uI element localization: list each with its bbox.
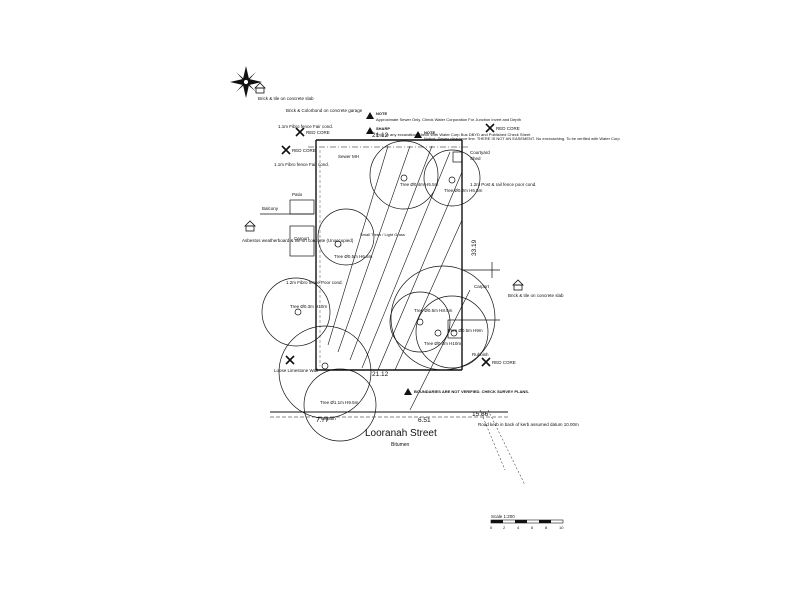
street-name: Looranah Street: [365, 428, 437, 439]
warning-triangle-icon: [414, 131, 422, 138]
note2-text: Notice: Sewer clearance line. THERE IS N…: [424, 136, 620, 141]
left-house-label: Asbestos weatherboard & tile on concrete…: [242, 238, 354, 243]
courtyard-label: Courtyard: [470, 150, 490, 155]
tree-canopies: [261, 140, 496, 442]
sewer-label: Small Trees / Light Grass: [360, 232, 405, 237]
left-structures: [260, 199, 315, 257]
tree-label-4: Tree Ø0.5m H8.5m: [414, 308, 453, 313]
dimension-frontage-mid: 6.51: [418, 417, 431, 424]
dimension-right: 33.19: [471, 239, 478, 256]
tree-label-5: Tree Ø0.4m H10m: [424, 341, 461, 346]
note1-title: NOTE: [376, 111, 387, 116]
house-icon: [244, 220, 256, 232]
core-marker-icon: [285, 355, 295, 365]
dimension-frontage-right: 15.86: [472, 411, 489, 418]
fence-label-1: 1.1m Fibro fence Fair cond.: [278, 124, 333, 129]
limestone-wall-label: Loose Limestone Wall: [274, 368, 318, 373]
red-core-label-3: RED CORE: [496, 126, 520, 131]
right-house-label: Brick & tile on concrete slab: [508, 293, 564, 298]
red-core-label-4: RED CORE: [492, 360, 516, 365]
dimension-bottom: 21.12: [372, 371, 389, 378]
house-icon: [512, 279, 524, 291]
fence-right-label: 1.2m Post & rail fence poor cond.: [470, 182, 537, 187]
scale-tick-2: 4: [517, 525, 520, 530]
fence-label-3: 1.2m Fibro fence Poor cond.: [286, 280, 343, 285]
scale-tick-0: 0: [490, 525, 493, 530]
tree-label-1: Tree Ø0.5m H6.5m: [334, 254, 373, 259]
dimension-top: 21.12: [372, 132, 389, 139]
warning-triangle-icon: [366, 112, 374, 119]
road-frontage: [270, 409, 526, 486]
core-marker-icon: [295, 127, 305, 137]
scale-tick-3: 6: [531, 525, 534, 530]
core-marker-icon: [485, 123, 495, 133]
sharp-text: Prior to any excavation Check With Water…: [376, 132, 531, 137]
right-carport-label: Carport: [474, 284, 490, 289]
carport-label: Carport: [294, 236, 310, 241]
red-core-label-1: RED CORE: [306, 130, 330, 135]
tree-label-6: Tree Ø0.5m H9m: [448, 328, 483, 333]
tree-label-2: Tree Ø0.4m H5.5m: [400, 182, 439, 187]
dimension-frontage-left: 7.77: [316, 417, 329, 424]
note1-text: Approximate Sewer Only. Check Water Corp…: [376, 117, 521, 122]
rubbish-label: Rubbish: [472, 352, 489, 357]
street-suffix: Bitumen: [391, 442, 410, 448]
patio-label: Patio: [292, 192, 303, 197]
scale-bar: Scale 1:200 0 2 4 6 8 10: [490, 514, 564, 530]
tree-label-3: Tree Ø0.2m H6.5m: [444, 188, 483, 193]
shed-label: Shed: [470, 156, 481, 161]
boundary-warning: BOUNDARIES ARE NOT VERIFIED. CHECK SURVE…: [414, 389, 529, 394]
fence-label-2: 1.1m Fibro fence Fair cond.: [274, 162, 329, 167]
red-core-label-2: RED CORE: [292, 148, 316, 153]
sewer-mh-label: Sewer MH: [338, 154, 359, 159]
tree-label-8: Tree Ø1.1m H9.5m: [320, 400, 359, 405]
tree-label-7: Tree Ø0.3m H10m: [290, 304, 327, 309]
scale-tick-4: 8: [545, 525, 548, 530]
footpath-label: Footpath: [318, 416, 336, 421]
sharp-title: SHARP: [376, 126, 390, 131]
warning-triangle-icon: [404, 388, 412, 395]
scale-tick-5: 10: [559, 525, 564, 530]
compass-rose-icon: [230, 66, 262, 98]
kerb-note: Road kerb in back of kerb assumed datum …: [478, 422, 579, 427]
lot-boundary: [308, 139, 470, 371]
warning-triangle-icon: [366, 127, 374, 134]
core-marker-icon: [481, 357, 491, 367]
right-side-structures: [447, 151, 500, 339]
neighbour-top-label: Brick & tile on concrete slab: [258, 96, 314, 101]
house-icon: [254, 82, 266, 94]
balcony-label: Balcony: [262, 206, 279, 211]
scale-label: Scale 1:200: [491, 514, 515, 519]
note2-title: NOTE: [424, 130, 435, 135]
neighbour-left-label: Brick & Colorbond on concrete garage: [286, 108, 363, 113]
core-marker-icon: [281, 145, 291, 155]
scale-tick-1: 2: [503, 525, 506, 530]
